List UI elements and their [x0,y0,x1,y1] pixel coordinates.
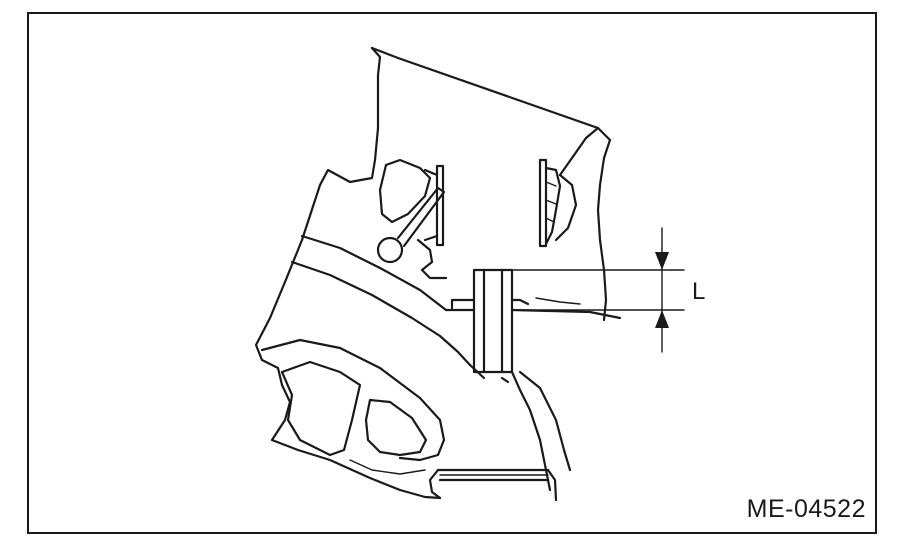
dimension-arrow-down-icon [655,252,669,270]
figure-reference-code: ME-04522 [746,495,866,523]
dimension-arrow-up-icon [655,310,669,328]
figure-frame [27,12,877,534]
coolant-passages [260,158,472,475]
valve-rocker-assembly [376,164,448,280]
valve-guide [444,268,622,492]
valve-seat-port [428,370,572,502]
rocker-pivot [376,236,404,264]
head-casting-outline [254,46,612,500]
dimension-l-annotation [473,227,685,353]
dimension-label: L [692,278,706,305]
valve-spring-seat [538,158,578,248]
